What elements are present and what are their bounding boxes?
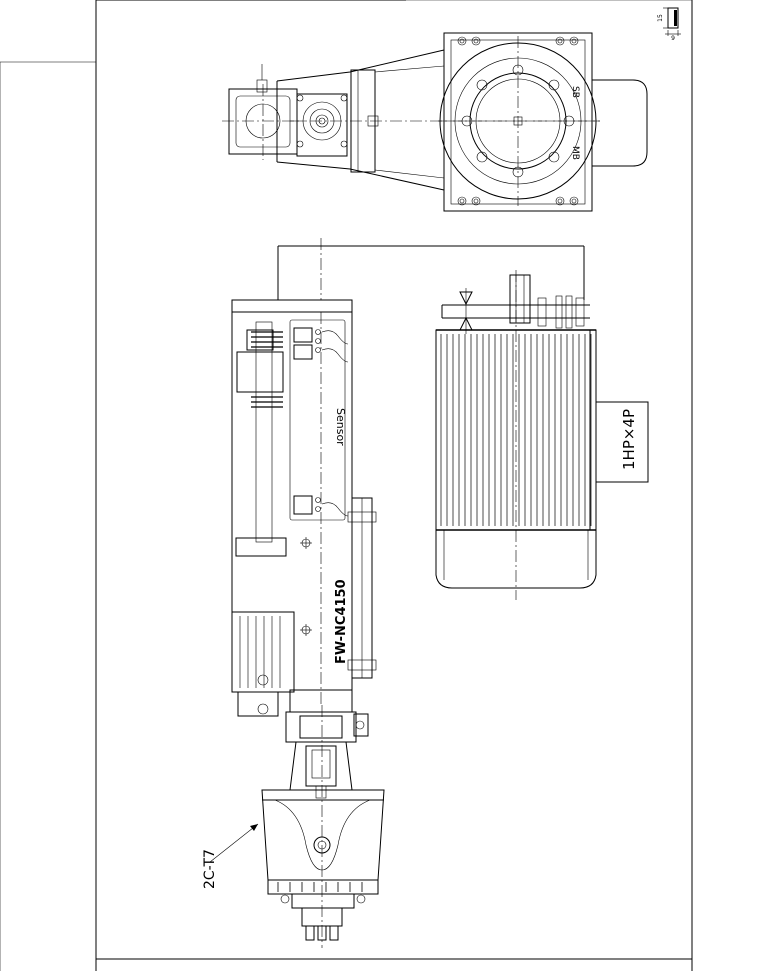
- dimension-15-label: 15: [657, 14, 664, 22]
- motor-spec-label: 1HP×4P: [620, 409, 638, 470]
- flange-bolt-holes: [461, 64, 575, 178]
- model-label: FW-NC4150: [334, 579, 349, 664]
- dimension-9-label: 9: [671, 35, 675, 42]
- side-view: Sensor FW-NC4150: [202, 238, 585, 948]
- sheet-frame: [0, 0, 693, 971]
- dimension-detail: 15 9: [657, 7, 681, 42]
- top-view: SB MB: [222, 32, 648, 212]
- sb-label: SB: [570, 86, 580, 98]
- part-label: 2C-T7: [202, 849, 218, 889]
- sensor-label: Sensor: [334, 408, 347, 446]
- mb-label: MB: [570, 146, 580, 160]
- drive-motor: 1HP×4P: [435, 270, 649, 600]
